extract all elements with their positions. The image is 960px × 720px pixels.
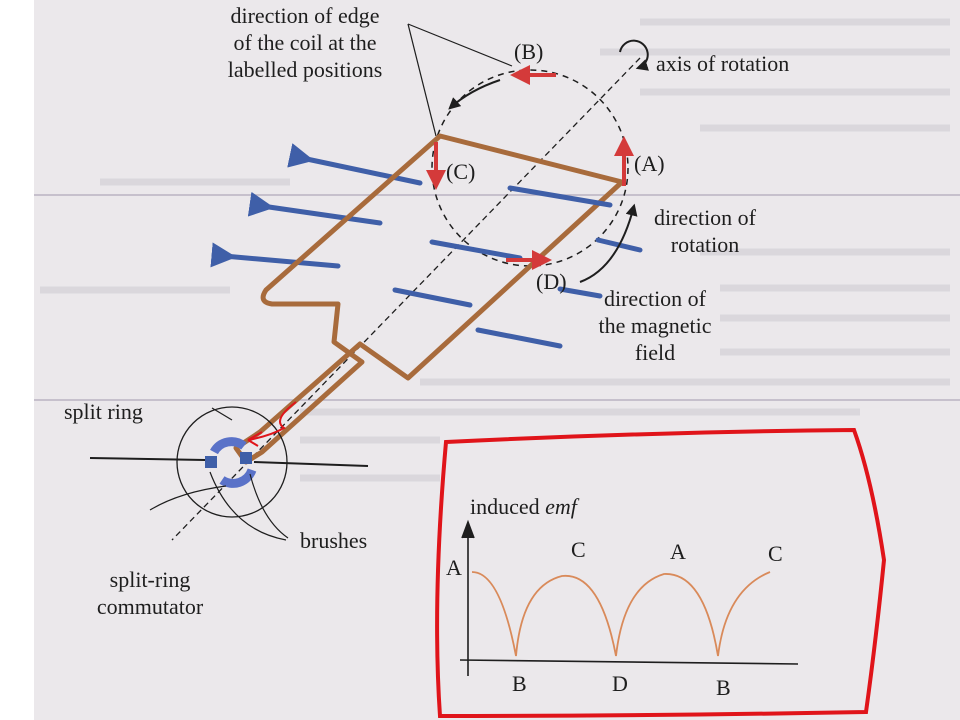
- position-b-label: (B): [514, 39, 544, 64]
- position-c-label: (C): [446, 159, 476, 184]
- brushes-label: brushes: [300, 528, 368, 553]
- edge-direction-arrows: [426, 65, 634, 270]
- position-a-label: (A): [634, 151, 665, 176]
- peak-label-c-1: C: [571, 537, 586, 562]
- split-ring-label: split ring: [64, 399, 143, 424]
- magnetic-field-label: direction of the magnetic field: [598, 286, 712, 365]
- direction-of-rotation-label: direction of rotation: [653, 205, 757, 257]
- commutator-label: split-ring commutator: [96, 567, 204, 619]
- graph-highlight-box: [435, 427, 887, 719]
- rotation-path-circle: [431, 69, 629, 267]
- peak-label-a-1: A: [446, 555, 462, 580]
- trough-label-d: D: [612, 671, 628, 696]
- emf-graph-title: induced emf: [470, 494, 577, 519]
- axis-of-rotation-label: axis of rotation: [656, 51, 790, 76]
- position-d-label: (D): [536, 269, 567, 294]
- peak-label-c-2: C: [768, 541, 783, 566]
- trough-label-b-2: B: [716, 675, 731, 700]
- trough-label-b-1: B: [512, 671, 527, 696]
- emf-curve: [471, 571, 771, 657]
- edge-direction-label: direction of edge of the coil at the lab…: [227, 3, 383, 82]
- emf-graph-axes: [459, 519, 799, 676]
- coil: [233, 133, 625, 465]
- peak-label-a-2: A: [670, 539, 686, 564]
- circular-rotation-arrow-icon: [619, 39, 649, 71]
- axis-of-rotation-line: [171, 57, 641, 541]
- curved-rotation-arrow-icon: [579, 203, 638, 283]
- red-annotation-arrow: [247, 401, 297, 447]
- split-ring-commutator: [89, 406, 369, 541]
- magnetic-field-lines: [210, 143, 423, 269]
